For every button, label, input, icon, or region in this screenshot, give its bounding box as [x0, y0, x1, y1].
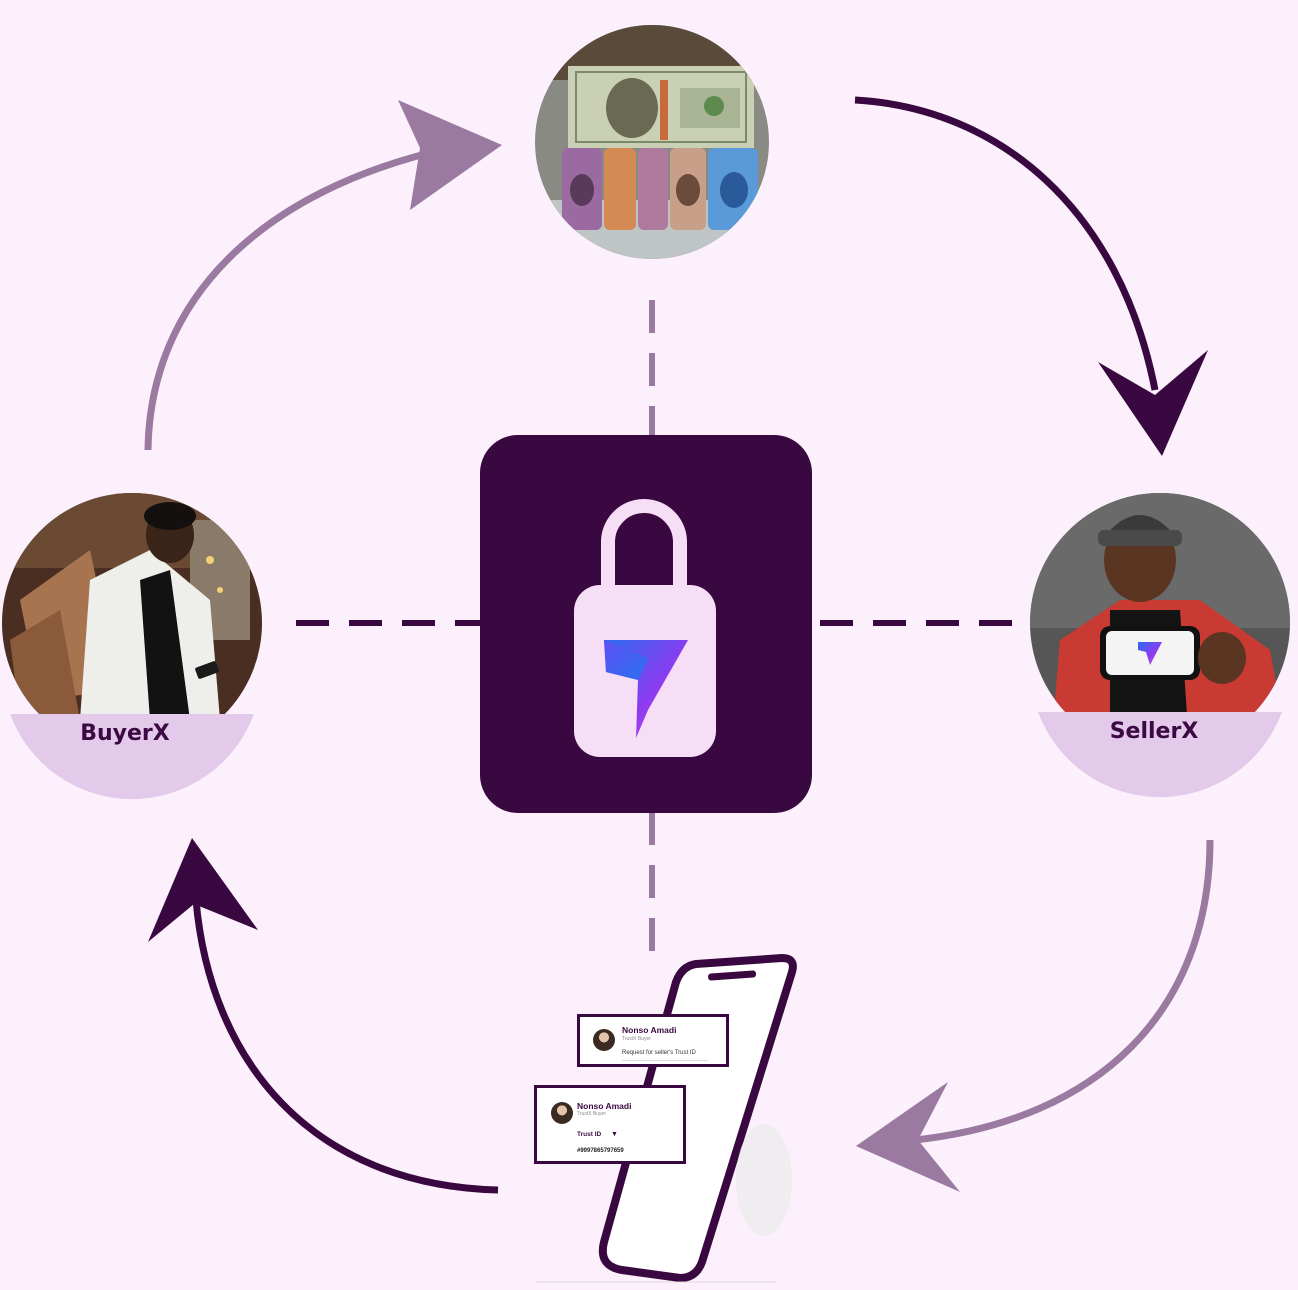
seller-label-band — [1038, 712, 1282, 798]
arrow-money-to-seller — [854, 96, 1208, 456]
request-card: Nonso Amadi TrustX Buyer Request for sel… — [577, 1014, 729, 1067]
request-card-role: TrustX Buyer — [622, 1036, 651, 1042]
buyer-label: BuyerX — [80, 721, 170, 746]
central-lock — [480, 435, 812, 813]
seller-label: SellerX — [1110, 719, 1199, 744]
trust-card-role: TrustX Buyer — [577, 1111, 606, 1117]
divider — [622, 1060, 708, 1061]
arrow-phone-to-buyer — [148, 838, 499, 1194]
padlock-shackle — [601, 499, 687, 622]
currency-photo — [535, 25, 769, 259]
arrow-buyer-to-money — [144, 100, 502, 451]
trust-card-name: Nonso Amadi — [577, 1101, 632, 1111]
avatar — [593, 1029, 615, 1051]
trust-id-field-label: Trust ID — [577, 1131, 602, 1138]
chevron-down-icon: ▼ — [611, 1131, 618, 1138]
dashed-connectors — [296, 300, 1012, 960]
trust-id-value: #9997865797659 — [577, 1148, 624, 1154]
request-card-message: Request for seller's Trust ID — [622, 1050, 696, 1056]
buyer-label-band — [10, 714, 254, 800]
request-card-name: Nonso Amadi — [622, 1025, 677, 1035]
arrow-seller-to-phone — [856, 839, 1214, 1192]
trust-id-card: Nonso Amadi TrustX Buyer Trust ID ▼ #999… — [534, 1085, 686, 1164]
avatar — [551, 1102, 573, 1124]
phone-mockup — [536, 953, 797, 1283]
